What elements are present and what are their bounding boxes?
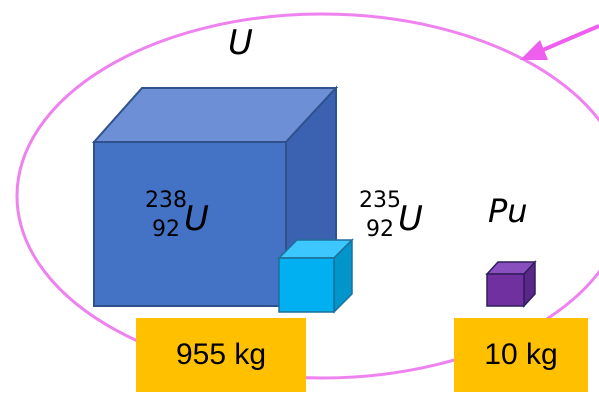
u235-cube: [277, 238, 354, 314]
u238-label: 238 92 U: [145, 188, 209, 242]
u235-mass-number: 235: [359, 188, 401, 213]
u238-mass-number: 238: [145, 188, 187, 213]
u235-atomic-number: 92: [366, 217, 394, 242]
uranium-ellipse: [15, 12, 599, 380]
arrow-icon: [520, 24, 599, 60]
uranium-mass-value: 955 kg: [175, 338, 267, 371]
u238-atomic-number: 92: [152, 217, 180, 242]
plutonium-mass-box: 10 kg: [454, 318, 588, 392]
pu-cube: [485, 260, 537, 308]
uranium-mass-box: 955 kg: [136, 318, 306, 392]
plutonium-mass-value: 10 kg: [484, 338, 558, 371]
u238-symbol: U: [184, 199, 209, 239]
uranium-group-label: U: [228, 23, 253, 63]
u235-symbol: U: [398, 199, 423, 239]
u235-label: 235 92 U: [359, 188, 423, 242]
plutonium-label: Pu: [488, 192, 528, 230]
